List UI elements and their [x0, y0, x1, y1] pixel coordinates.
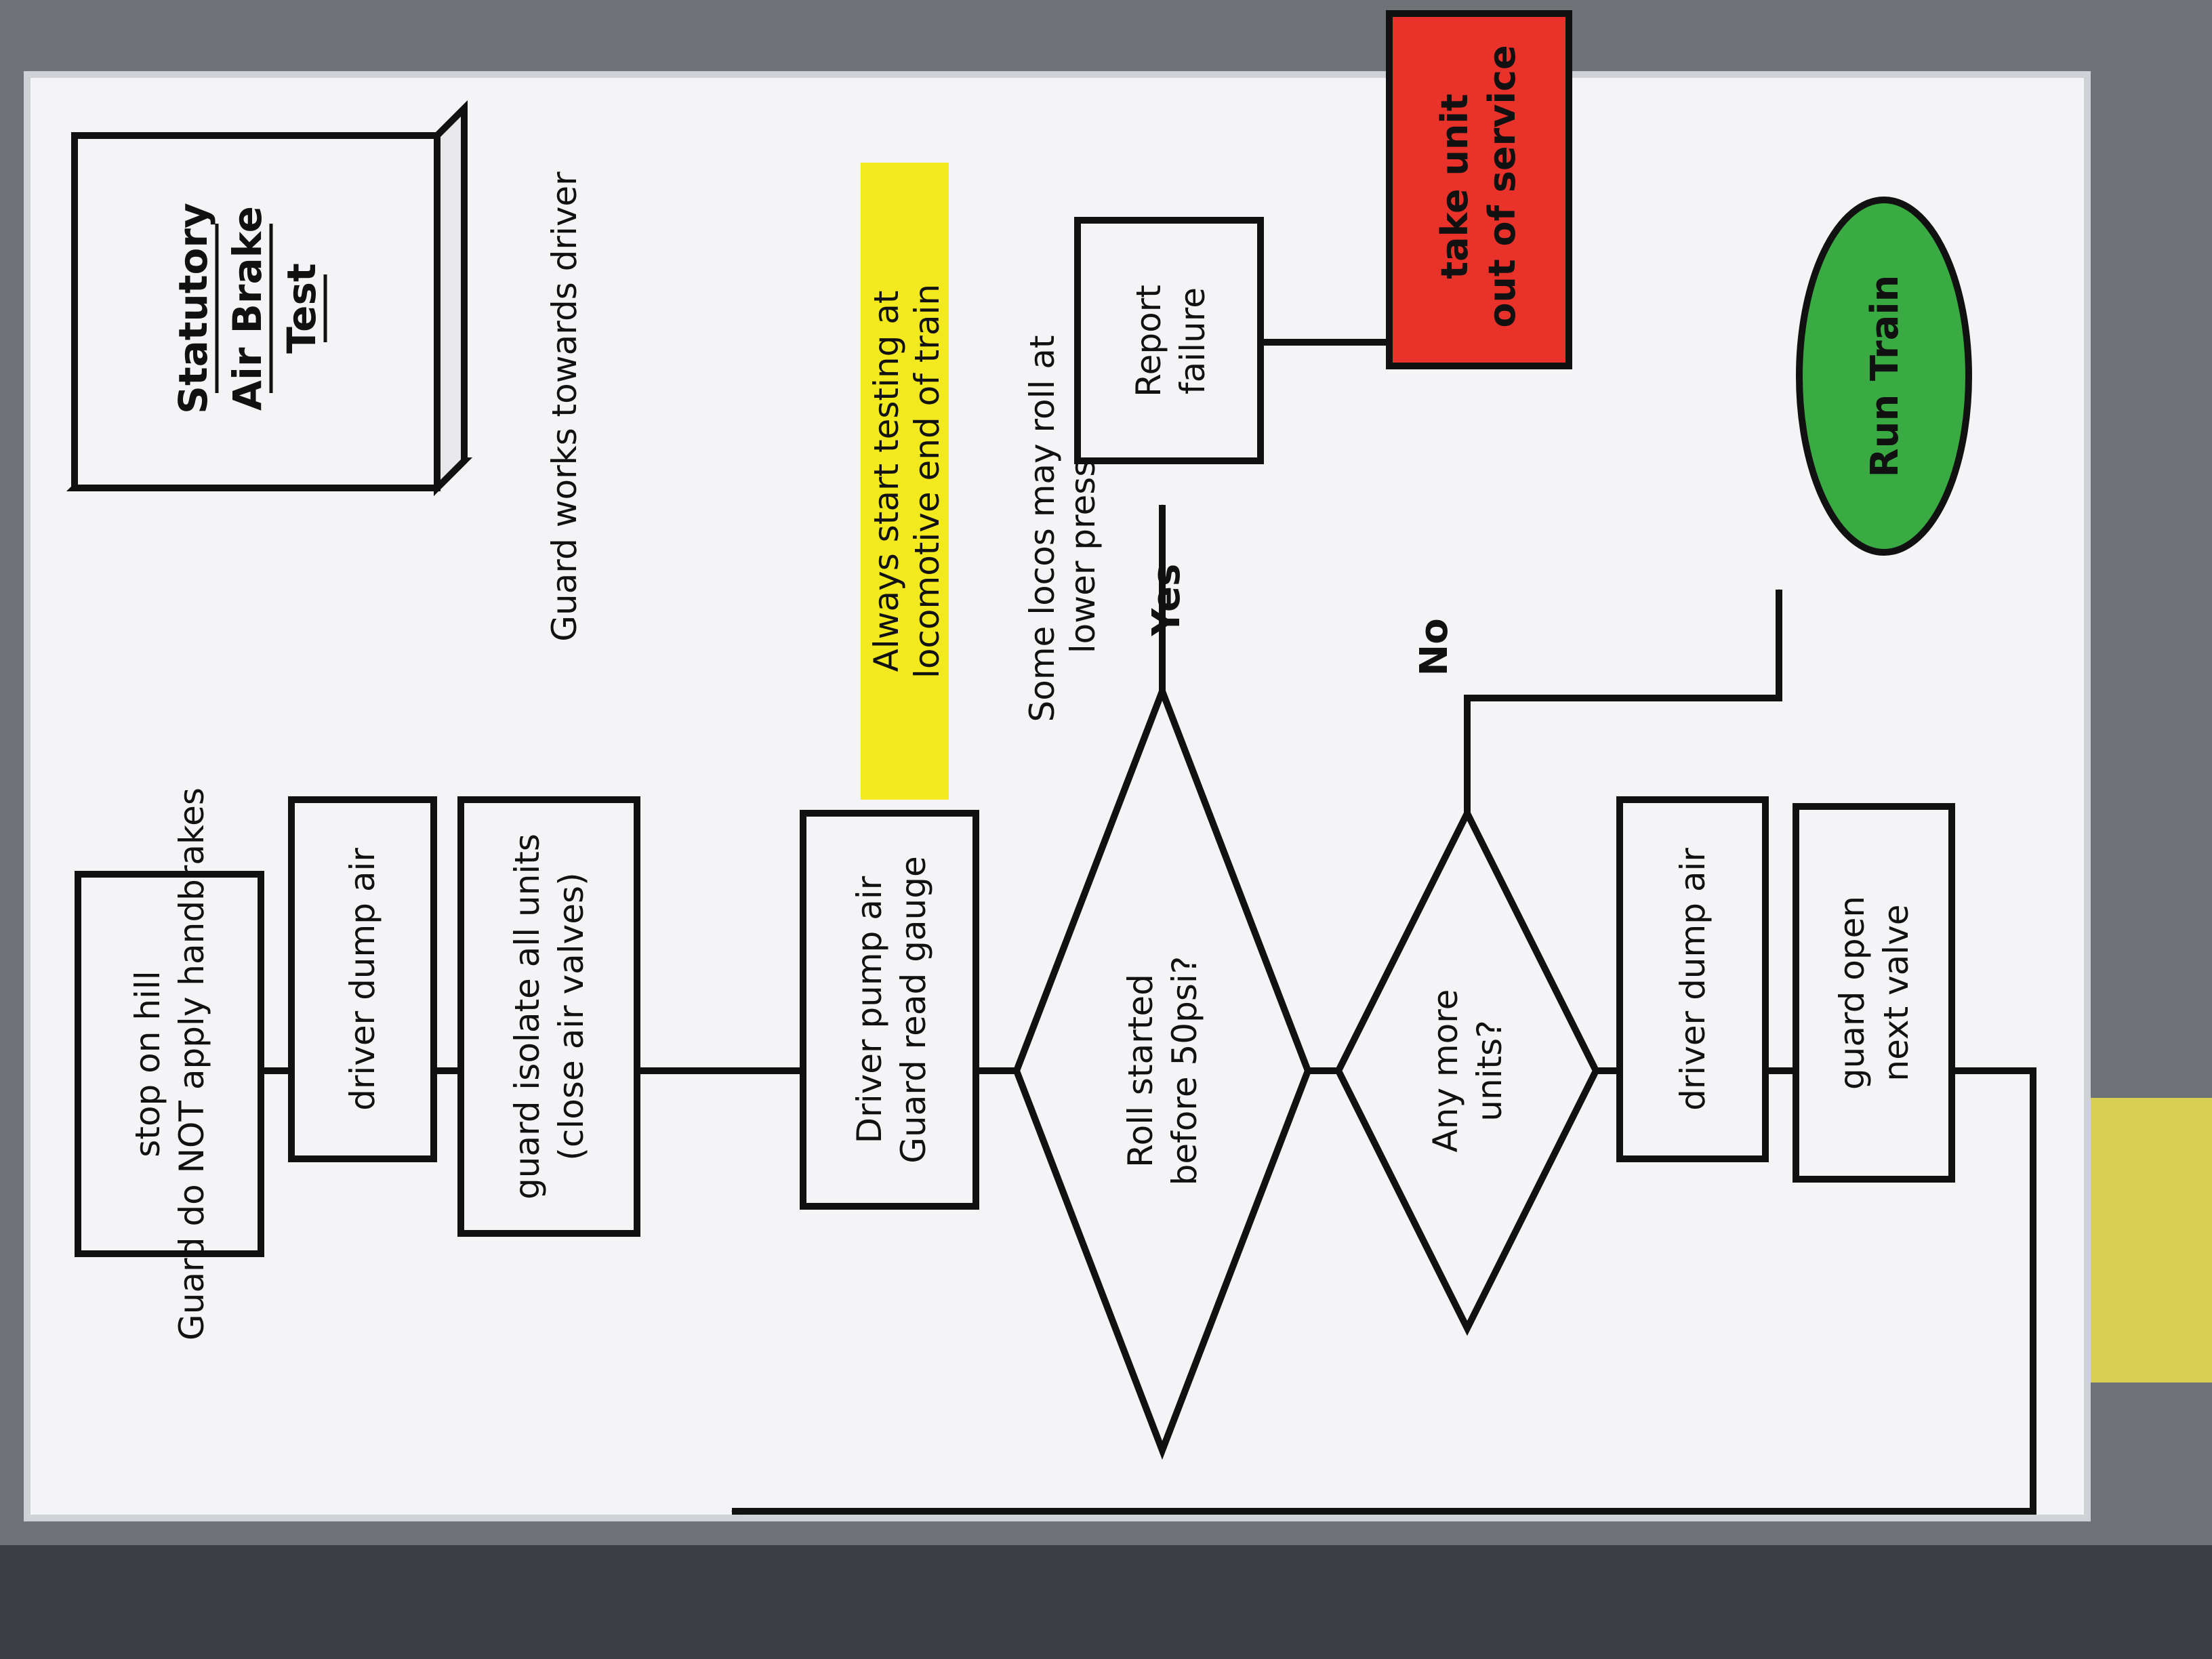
note-guard-direction: Guard works towards driver [545, 171, 584, 642]
step-driver-dump-air-1: driver dump air [288, 796, 437, 1162]
decision-more-line-2: units? [1470, 1020, 1509, 1121]
step-isolate-line-2: (close air valves) [552, 872, 591, 1160]
title-box: Statutory Air Brake Test [66, 100, 473, 497]
step-pump-air: Driver pump air Guard read gauge [800, 810, 979, 1210]
note-low-pressure-line-1: Some locos may roll at [1023, 335, 1062, 722]
title-box-front [71, 132, 441, 491]
decision-roll-started: Roll started before 50psi? [1012, 682, 1312, 1460]
title-box-side-face [434, 100, 468, 497]
terminal-run-train: Run Train [1796, 197, 1972, 556]
step-open-valve-line-1: guard open [1832, 896, 1872, 1090]
step-guard-isolate: guard isolate all units (close air valve… [457, 796, 640, 1237]
no-connector [1464, 589, 1782, 813]
table-shadow [0, 1545, 2212, 1659]
title-line-1: Statutory [170, 203, 216, 414]
loop-back-connector [731, 1067, 2036, 1515]
step-stop-line-2: Guard do NOT apply handbrakes [172, 787, 211, 1340]
step-isolate-line-1: guard isolate all units [508, 834, 547, 1200]
side-object [2087, 1098, 2212, 1382]
branch-yes-label: Yes [1145, 564, 1189, 637]
note-start-end: Always start testing at locomotive end o… [861, 163, 949, 800]
step-report-failure: Report failure [1074, 217, 1264, 464]
terminal-out-of-service: take unit out of service [1386, 10, 1572, 369]
step-report-line-2: failure [1173, 287, 1212, 394]
decision-roll-line-2: before 50psi? [1165, 956, 1204, 1186]
diagram-content: Statutory Air Brake Test Guard works tow… [66, 10, 2036, 1515]
step-guard-open-valve: guard open next valve [1793, 803, 1955, 1183]
decision-more-line-1: Any more [1426, 989, 1465, 1153]
step-dump-air-2-label: driver dump air [1673, 848, 1713, 1111]
decision-roll-line-1: Roll started [1121, 974, 1160, 1168]
note-start-end-highlight [861, 163, 949, 800]
branch-no-label: No [1412, 618, 1456, 676]
step-pump-line-1: Driver pump air [850, 876, 889, 1143]
decision-any-more-units: Any more units? [1334, 805, 1600, 1336]
terminal-out-of-service-line-1: take unit [1433, 94, 1476, 279]
terminal-run-train-label: Run Train [1863, 275, 1907, 478]
step-stop-line-1: stop on hill [128, 970, 167, 1157]
step-dump-air-1-label: driver dump air [343, 848, 382, 1111]
connectors [261, 339, 2036, 1515]
step-driver-dump-air-2: driver dump air [1616, 796, 1769, 1162]
title-line-3: Test [279, 263, 325, 353]
note-start-end-line-2: locomotive end of train [907, 284, 947, 678]
step-stop-on-hill: stop on hill Guard do NOT apply handbrak… [75, 787, 264, 1340]
note-start-end-line-1: Always start testing at [867, 291, 906, 672]
step-report-line-1: Report [1129, 285, 1168, 397]
step-pump-line-2: Guard read gauge [894, 856, 933, 1163]
title-line-2: Air Brake [224, 206, 270, 411]
step-open-valve-line-2: next valve [1877, 904, 1916, 1081]
terminal-out-of-service-line-2: out of service [1481, 45, 1523, 327]
